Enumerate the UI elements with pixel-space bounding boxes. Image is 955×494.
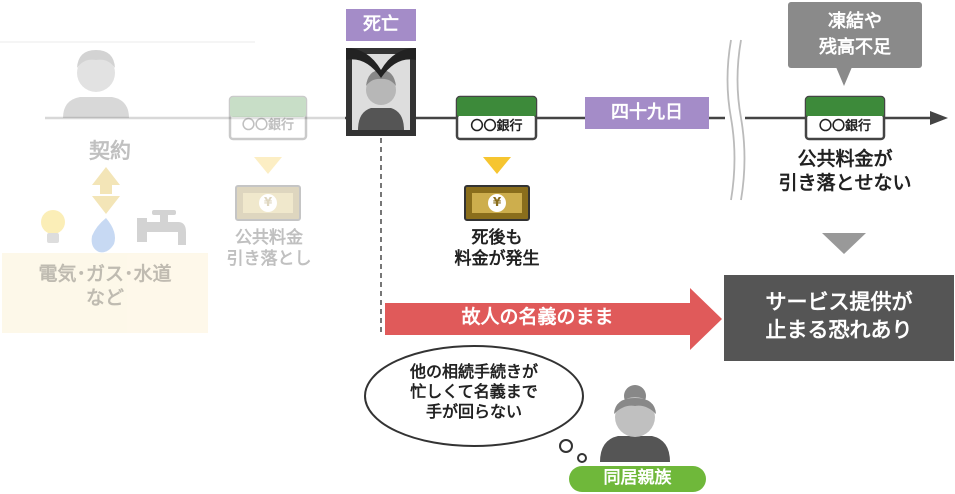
money-bill-icon	[464, 185, 530, 221]
thought-bubble	[364, 345, 587, 463]
freeze-line-2: 残高不足	[819, 37, 891, 59]
arrow-down-faded	[254, 157, 282, 174]
debit-fail-line-1: 公共料金が	[797, 148, 893, 170]
elderly-woman-icon	[600, 385, 670, 462]
debit-normal-line-1: 公共料金	[235, 228, 303, 248]
relative-label: 同居親族	[603, 468, 672, 488]
after-death-line-1: 死後も	[471, 228, 523, 248]
bankbook-frozen	[804, 95, 886, 141]
freeze-callout	[788, 2, 922, 86]
debit-normal-line-2: 引き落とし	[226, 249, 312, 270]
bankbook-faded-group	[228, 95, 308, 221]
break-mark-left	[726, 39, 736, 201]
bubble-line-3: 手が回らない	[425, 402, 522, 421]
bankbook-normal	[455, 95, 538, 141]
bubble-text: 他の相続手続きが 忙しくて名義まで 手が回らない	[378, 362, 570, 422]
bank-name: 〇〇銀行	[470, 119, 523, 134]
debit-normal-label: 公共料金 引き落とし	[210, 228, 328, 271]
water-faucet-icon	[137, 210, 186, 245]
relative-badge	[569, 466, 706, 492]
warning-label: サービス提供が 止まる恐れあり	[724, 288, 954, 345]
name-unchanged-arrow	[385, 288, 722, 350]
yen-symbol: ¥	[492, 195, 502, 209]
after-death-line-2: 料金が発生	[454, 249, 540, 270]
bubble-line-1: 他の相続手続きが	[409, 362, 538, 381]
bank-name-faded: 〇〇銀行	[241, 118, 294, 133]
gas-flame-icon	[91, 218, 115, 253]
warning-box	[724, 275, 954, 361]
money-bill-faded	[235, 185, 301, 221]
contract-person-icon	[63, 50, 129, 118]
death-label: 死亡	[346, 9, 416, 41]
warning-line-2: 止まる恐れあり	[765, 318, 913, 343]
contract-label: 契約	[89, 139, 131, 163]
utilities-label: 電気･ガス･水道 など	[2, 263, 208, 311]
bank-name-frozen: 〇〇銀行	[818, 119, 871, 134]
freeze-line-1: 凍結や	[828, 11, 882, 32]
break-mark-right	[736, 39, 746, 201]
debit-fail-label: 公共料金が 引き落とせない	[760, 148, 930, 196]
shijukunichi-label: 四十九日	[585, 97, 709, 129]
bankbook-faded	[228, 95, 308, 141]
warning-line-1: サービス提供が	[765, 290, 913, 314]
contract-double-arrow	[92, 167, 120, 214]
contract-section	[0, 41, 255, 333]
debit-fail-line-2: 引き落とせない	[778, 171, 912, 194]
after-death-label: 死後も 料金が発生	[430, 228, 564, 271]
yen-symbol-faded: ¥	[263, 195, 273, 209]
timeline-arrowhead	[930, 111, 948, 125]
bubble-line-2: 忙しくて名義まで	[410, 382, 538, 401]
utilities-line-2: など	[85, 286, 124, 309]
deceased-portrait	[346, 48, 416, 136]
arrow-down-after-death	[483, 157, 511, 174]
freeze-label: 凍結や 残高不足	[788, 9, 922, 61]
utilities-box	[2, 253, 208, 333]
lightbulb-icon	[41, 210, 65, 243]
utilities-line-1: 電気･ガス･水道	[38, 263, 172, 285]
name-unchanged-label: 故人の名義のまま	[461, 306, 614, 328]
arrow-down-gray	[822, 233, 866, 254]
